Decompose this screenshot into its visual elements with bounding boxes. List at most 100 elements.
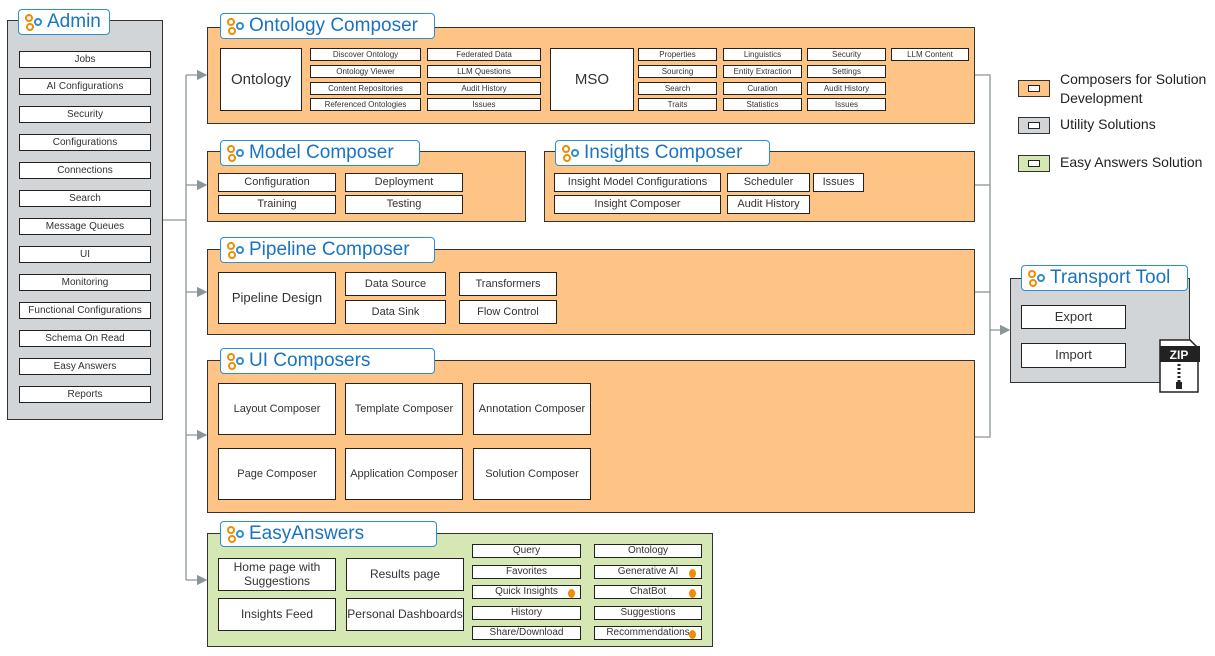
admin-item-4[interactable]: Connections bbox=[19, 162, 151, 179]
admin-item-5[interactable]: Search bbox=[19, 190, 151, 207]
import-button[interactable]: Import bbox=[1021, 343, 1126, 368]
ui-item[interactable]: Application Composer bbox=[345, 448, 463, 500]
easyanswers-feature[interactable]: Share/Download bbox=[472, 626, 581, 640]
model-item-label: Configuration bbox=[244, 176, 310, 189]
admin-item-3[interactable]: Configurations bbox=[19, 134, 151, 151]
model-item[interactable]: Testing bbox=[345, 195, 463, 214]
mso-item[interactable]: Issues bbox=[807, 98, 886, 111]
model-item[interactable]: Deployment bbox=[345, 173, 463, 192]
mso-box-label: MSO bbox=[574, 70, 610, 88]
admin-item-7[interactable]: UI bbox=[19, 246, 151, 263]
mso-item[interactable]: Audit History bbox=[807, 82, 886, 95]
insights-item[interactable]: Issues bbox=[813, 173, 864, 192]
mso-item[interactable]: Settings bbox=[807, 65, 886, 78]
pipeline-design-box[interactable]: Pipeline Design bbox=[218, 272, 336, 324]
ui-item[interactable]: Template Composer bbox=[345, 383, 463, 435]
export-button[interactable]: Export bbox=[1021, 305, 1126, 329]
easyanswers-feature[interactable]: Ontology bbox=[594, 544, 702, 558]
mso-item-label: Properties bbox=[659, 49, 696, 59]
easyanswers-item[interactable]: Results page bbox=[346, 558, 464, 591]
admin-item-1-label: AI Configurations bbox=[46, 80, 124, 92]
model-item-label: Deployment bbox=[374, 176, 434, 189]
ontology-item[interactable]: Audit History bbox=[427, 82, 541, 95]
pipeline-item[interactable]: Data Sink bbox=[345, 300, 446, 324]
admin-item-2[interactable]: Security bbox=[19, 106, 151, 123]
ontology-item[interactable]: Federated Data bbox=[427, 48, 541, 61]
mso-item-label: Sourcing bbox=[661, 66, 694, 76]
pipeline-item[interactable]: Flow Control bbox=[459, 300, 557, 324]
easyanswers-feature-label: Suggestions bbox=[620, 607, 676, 619]
mso-item[interactable]: Sourcing bbox=[638, 65, 717, 78]
admin-item-9[interactable]: Functional Configurations bbox=[19, 302, 151, 319]
admin-item-4-label: Connections bbox=[57, 164, 113, 176]
ui-composers-title: UI Composers bbox=[220, 348, 435, 374]
easyanswers-title: EasyAnswers bbox=[220, 521, 437, 547]
ui-item[interactable]: Solution Composer bbox=[473, 448, 591, 500]
model-item[interactable]: Training bbox=[218, 195, 336, 214]
insights-item[interactable]: Insight Model Configurations bbox=[554, 173, 721, 192]
admin-item-12[interactable]: Reports bbox=[19, 386, 151, 403]
pipeline-item[interactable]: Transformers bbox=[459, 272, 557, 296]
mso-item[interactable]: Properties bbox=[638, 48, 717, 61]
easyanswers-feature-label: Generative AI bbox=[617, 566, 679, 578]
ui-item[interactable]: Annotation Composer bbox=[473, 383, 591, 435]
mso-box[interactable]: MSO bbox=[550, 48, 634, 111]
insights-item[interactable]: Insight Composer bbox=[554, 195, 721, 214]
easyanswers-feature[interactable]: Recommendations bbox=[594, 626, 702, 640]
mso-item[interactable]: Curation bbox=[723, 82, 802, 95]
admin-item-6[interactable]: Message Queues bbox=[19, 218, 151, 235]
mso-item[interactable]: Entity Extraction bbox=[723, 65, 802, 78]
ontology-item[interactable]: Issues bbox=[427, 98, 541, 111]
easyanswers-feature[interactable]: Quick Insights bbox=[472, 585, 581, 599]
admin-item-11[interactable]: Easy Answers bbox=[19, 358, 151, 375]
model-item[interactable]: Configuration bbox=[218, 173, 336, 192]
ui-item[interactable]: Layout Composer bbox=[218, 383, 336, 435]
legend-label: Composers for Solution Development bbox=[1060, 70, 1210, 110]
ontology-item[interactable]: Content Repositories bbox=[310, 82, 421, 95]
easyanswers-feature[interactable]: Query bbox=[472, 544, 581, 558]
ontology-item-label: Ontology Viewer bbox=[336, 66, 395, 76]
pipeline-item[interactable]: Data Source bbox=[345, 272, 446, 296]
admin-item-8[interactable]: Monitoring bbox=[19, 274, 151, 291]
ui-item[interactable]: Page Composer bbox=[218, 448, 336, 500]
mso-item[interactable]: LLM Content bbox=[891, 48, 969, 61]
easyanswers-feature-label: History bbox=[510, 607, 543, 619]
ui-item-label: Application Composer bbox=[350, 467, 458, 480]
ontology-item-label: Content Repositories bbox=[328, 83, 403, 93]
mso-item[interactable]: Statistics bbox=[723, 98, 802, 111]
legend-swatch bbox=[1018, 155, 1050, 172]
ontology-item[interactable]: Referenced Ontologies bbox=[310, 98, 421, 111]
legend-label-label: Utility Solutions bbox=[1060, 116, 1156, 132]
legend-swatch bbox=[1018, 80, 1050, 97]
easyanswers-feature[interactable]: Favorites bbox=[472, 565, 581, 579]
pipeline-design-box-label: Pipeline Design bbox=[231, 289, 323, 305]
insights-item[interactable]: Audit History bbox=[727, 195, 810, 214]
mso-item[interactable]: Security bbox=[807, 48, 886, 61]
easyanswers-feature[interactable]: Generative AI bbox=[594, 565, 702, 579]
admin-item-1[interactable]: AI Configurations bbox=[19, 78, 151, 95]
legend-label: Utility Solutions bbox=[1060, 115, 1210, 155]
ontology-box[interactable]: Ontology bbox=[220, 48, 302, 111]
ontology-item[interactable]: Discover Ontology bbox=[310, 48, 421, 61]
ontology-item-label: Federated Data bbox=[456, 49, 512, 59]
zip-file-icon: ZIP bbox=[1158, 338, 1200, 394]
admin-item-0[interactable]: Jobs bbox=[19, 51, 151, 68]
insights-item[interactable]: Scheduler bbox=[727, 173, 810, 192]
easyanswers-feature[interactable]: History bbox=[472, 606, 581, 620]
ontology-item[interactable]: Ontology Viewer bbox=[310, 65, 421, 78]
legend-label-label: Easy Answers Solution bbox=[1060, 154, 1203, 170]
mso-item-label: Entity Extraction bbox=[733, 66, 792, 76]
mso-item[interactable]: Traits bbox=[638, 98, 717, 111]
ontology-item[interactable]: LLM Questions bbox=[427, 65, 541, 78]
pipeline-composer-title: Pipeline Composer bbox=[220, 237, 435, 263]
pipeline-composer-title-label: Pipeline Composer bbox=[249, 239, 410, 260]
admin-item-10[interactable]: Schema On Read bbox=[19, 330, 151, 347]
easyanswers-feature[interactable]: Suggestions bbox=[594, 606, 702, 620]
mso-item[interactable]: Search bbox=[638, 82, 717, 95]
easyanswers-item[interactable]: Insights Feed bbox=[218, 598, 336, 631]
easyanswers-feature[interactable]: ChatBot bbox=[594, 585, 702, 599]
easyanswers-item[interactable]: Personal Dashboards bbox=[346, 598, 464, 631]
easyanswers-item[interactable]: Home page with Suggestions bbox=[218, 558, 336, 591]
mso-item[interactable]: Linguistics bbox=[723, 48, 802, 61]
